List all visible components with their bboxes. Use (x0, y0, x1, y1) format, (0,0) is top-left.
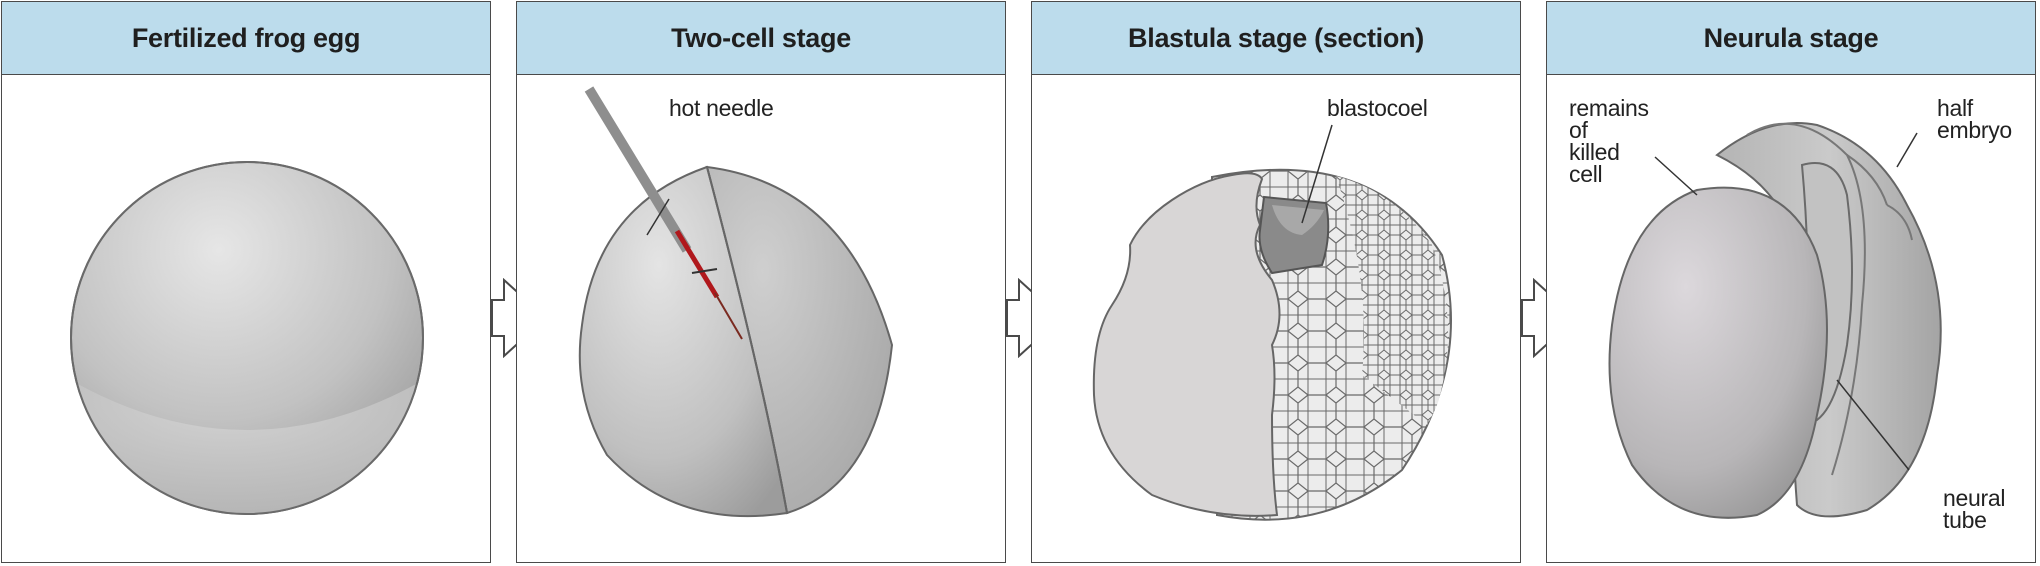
panel-title: Fertilized frog egg (2, 2, 490, 75)
label-half: half (1937, 95, 1973, 121)
label-embryo: embryo (1937, 117, 2012, 143)
panel-illustration: remains of killed cell half embryo neura… (1547, 75, 2035, 562)
blastula-illustration (1092, 124, 1452, 521)
panel-title: Neurula stage (1547, 2, 2035, 75)
label-cell: cell (1569, 161, 1603, 187)
hot-needle (584, 86, 692, 253)
panel-title: Blastula stage (section) (1032, 2, 1520, 75)
panel-blastula: Blastula stage (section) (1031, 1, 1521, 563)
panel-illustration: hot needle (517, 75, 1005, 562)
panel-fertilized-egg: Fertilized frog egg (1, 1, 491, 563)
neural-tube-leader (1836, 379, 1910, 471)
panel-illustration (2, 75, 490, 562)
panel-illustration: blastocoel (1032, 75, 1520, 562)
panel-title: Two-cell stage (517, 2, 1005, 75)
label-hot-needle: hot needle (669, 95, 774, 121)
hot-needle-leader (646, 198, 670, 236)
label-remains: remains (1569, 95, 1649, 121)
half-embryo-leader (1896, 132, 1918, 168)
label-killed: killed (1569, 139, 1620, 165)
panel-two-cell: Two-cell stage hot nee (516, 1, 1006, 563)
killed-cell (1608, 186, 1828, 519)
cut-surface (1092, 172, 1281, 517)
panel-neurula: Neurula stage (1546, 1, 2036, 563)
label-neural: neural (1943, 485, 2006, 511)
killed-cell-leader (1654, 156, 1698, 196)
fertilized-egg-illustration (70, 161, 424, 515)
label-tube: tube (1943, 507, 1987, 533)
two-cell-illustration (578, 86, 894, 518)
label-of: of (1569, 117, 1588, 143)
blastocoel-leader (1301, 124, 1333, 224)
neurula-illustration (1608, 122, 1942, 519)
label-blastocoel: blastocoel (1327, 95, 1428, 121)
